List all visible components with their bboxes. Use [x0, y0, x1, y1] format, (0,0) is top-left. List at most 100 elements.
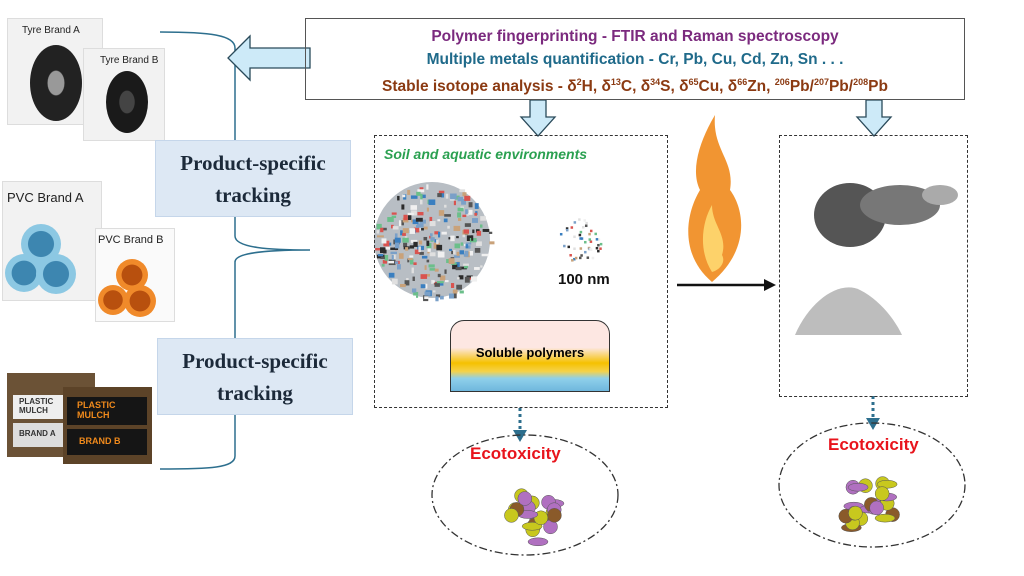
microplastic-particle — [481, 253, 489, 257]
microplastic-particle — [457, 207, 464, 212]
microplastic-particle — [430, 237, 435, 241]
nanoplastic-particle — [565, 228, 569, 232]
microplastic-particle — [428, 199, 436, 205]
nanoplastic-particle — [574, 256, 578, 260]
nanoplastic-particle — [567, 245, 571, 249]
microplastic-particle — [391, 224, 394, 229]
microplastic-particle — [429, 252, 436, 257]
microplastic-particle — [387, 217, 394, 222]
flame-image — [688, 115, 742, 282]
microbe — [527, 537, 549, 547]
microplastic-particle — [452, 264, 458, 270]
isotope-s: δ34S, — [640, 77, 680, 96]
microplastic-particle — [441, 231, 447, 235]
microplastic-particle — [416, 295, 419, 298]
microplastic-particle — [426, 259, 430, 263]
microplastic-particle — [431, 279, 434, 284]
microplastic-particle — [395, 261, 399, 264]
microplastic-particle — [457, 218, 462, 221]
arrow-head — [513, 430, 527, 442]
nanoplastic-particle — [578, 233, 582, 237]
microplastic-particle — [468, 202, 473, 208]
microbe — [848, 505, 863, 521]
microplastic-particle — [403, 242, 408, 247]
microplastic-particle — [402, 237, 409, 243]
isotope-cu: δ65Cu, — [679, 77, 728, 96]
microbe — [847, 482, 869, 492]
microplastic-particle — [426, 184, 429, 190]
microplastic-particle — [409, 245, 415, 249]
down-arrow-soil — [519, 99, 557, 137]
microplastic-particle — [376, 254, 384, 259]
microplastic-particle — [480, 265, 483, 268]
nanoplastic-particle — [594, 232, 597, 236]
microplastic-particle — [437, 219, 441, 222]
microplastic-particle — [407, 212, 414, 216]
microplastic-particle — [429, 235, 432, 239]
microplastic-particle — [445, 193, 449, 199]
tyre-brand-a-label: Tyre Brand A — [22, 25, 80, 36]
microplastic-particle — [403, 214, 408, 221]
microplastic-particle — [444, 204, 447, 208]
microplastic-particle — [400, 284, 406, 288]
nanoplastic-particle — [578, 218, 581, 221]
microplastic-particle — [415, 217, 423, 222]
microplastic-particle — [459, 290, 464, 294]
microplastic-particle — [377, 235, 384, 238]
microplastic-particle — [464, 223, 471, 227]
microplastic-particle — [381, 238, 387, 244]
microplastic-particle — [404, 280, 410, 286]
nanoplastic-particle — [591, 256, 595, 260]
microplastic-particle — [462, 234, 466, 238]
microplastic-particle — [388, 242, 392, 246]
microplastic-particle — [423, 226, 428, 230]
microplastic-particle — [435, 296, 439, 302]
microbe — [504, 508, 519, 523]
microplastic-particle — [413, 291, 419, 296]
microplastic-particle — [432, 280, 435, 283]
microplastic-particle — [435, 294, 441, 298]
microplastic-particle — [413, 262, 417, 266]
nanoplastic-particle — [599, 242, 603, 246]
microbe — [874, 513, 896, 523]
microplastic-particle — [394, 233, 398, 239]
microplastic-particle — [398, 253, 404, 259]
nanoplastic-particle — [563, 244, 566, 248]
nanoplastic-particle — [573, 247, 576, 250]
microplastic-particle — [463, 265, 469, 269]
microplastic-particle — [466, 213, 469, 216]
microplastic-particle — [449, 248, 452, 252]
soil-aquatic-box — [374, 135, 668, 408]
microplastic-particle — [434, 231, 439, 235]
microplastic-particle — [381, 263, 385, 267]
nanoplastic-particle — [581, 226, 585, 229]
microplastic-particle — [379, 247, 385, 254]
soluble-polymers-box: Soluble polymers — [450, 320, 610, 392]
microplastic-particle — [402, 228, 409, 234]
microplastic-particle — [465, 209, 468, 215]
microplastic-particle — [479, 224, 483, 228]
microplastic-particle — [468, 209, 473, 215]
microplastic-particle — [418, 227, 422, 231]
microplastic-particle — [405, 247, 409, 251]
microplastic-particle — [454, 243, 461, 249]
mulch-a-text: PLASTIC — [19, 397, 54, 406]
microplastic-particle — [380, 227, 387, 231]
microplastic-particle — [462, 192, 467, 197]
nanoplastic-particle — [589, 229, 593, 233]
microplastic-particle — [421, 255, 428, 259]
microplastic-particle — [413, 227, 420, 233]
nanoplastic-particle — [579, 256, 582, 260]
microplastic-particle — [437, 273, 441, 278]
microplastic-cluster — [374, 182, 495, 302]
nanoplastic-particle — [573, 257, 576, 261]
nanoplastic-particle — [580, 237, 584, 240]
microplastic-particle — [417, 223, 424, 228]
microplastic-particle — [471, 235, 474, 241]
microplastic-particle — [394, 237, 401, 243]
mulch-b-text: BRAND B — [79, 436, 121, 446]
microplastic-particle — [429, 268, 436, 271]
microplastic-particle — [397, 195, 400, 201]
microplastic-particle — [380, 227, 384, 233]
